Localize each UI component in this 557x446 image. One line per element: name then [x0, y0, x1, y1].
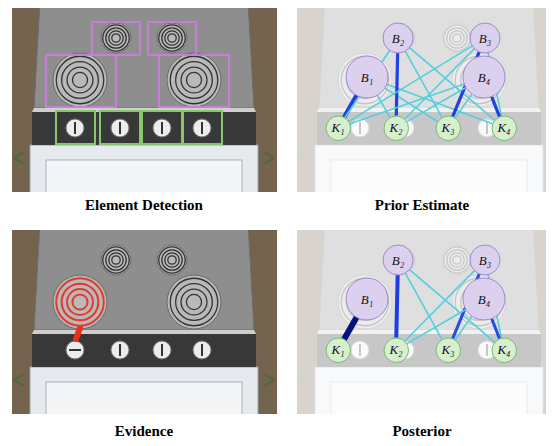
control-knob	[193, 341, 211, 359]
knob-detection-box	[142, 111, 182, 144]
association-edge	[396, 275, 397, 338]
node-label: K₁	[331, 343, 344, 356]
burner-coil	[167, 275, 221, 329]
burner-coil	[101, 23, 131, 53]
countertop	[297, 8, 546, 192]
node-label: K₂	[389, 343, 402, 356]
node-label: B₂	[392, 254, 404, 267]
knob-node: K₁	[325, 115, 352, 142]
burner-coil	[53, 53, 107, 107]
burner-node: B₃	[469, 22, 501, 54]
node-label: K₃	[441, 343, 454, 356]
burner-detection-box	[92, 22, 140, 55]
stove-panel	[12, 8, 277, 192]
knob-node: K₂	[383, 115, 410, 142]
node-label: B₁	[361, 71, 373, 84]
knob-node: K₂	[383, 337, 410, 364]
control-knob	[111, 119, 129, 137]
node-label: B₃	[479, 254, 491, 267]
association-edge	[455, 316, 472, 340]
burner-node: B₂	[382, 244, 414, 276]
node-label: B₂	[392, 32, 404, 45]
node-label: K₂	[389, 121, 402, 134]
panel-caption: Posterior	[392, 423, 451, 440]
burner-node: B₄	[462, 55, 506, 99]
knob-detection-box	[56, 111, 95, 144]
knob-node: K₁	[325, 337, 352, 364]
burner-detection-box	[148, 22, 196, 55]
burner-node: B₃	[469, 244, 501, 276]
association-edge	[345, 50, 390, 117]
association-edge	[492, 319, 500, 339]
knob-node: K₄	[491, 115, 518, 142]
burner-coil	[167, 53, 221, 107]
stove-panel	[12, 230, 277, 414]
node-label: B₁	[361, 293, 373, 306]
burner-coil	[101, 245, 131, 275]
burner-node: B₁	[345, 55, 389, 99]
node-label: B₄	[478, 293, 490, 306]
control-knob	[66, 119, 84, 137]
control-knob	[153, 119, 171, 137]
node-label: K₄	[497, 121, 510, 134]
evidence-arrow	[76, 328, 80, 339]
association-edge	[405, 273, 442, 339]
association-edge	[344, 317, 357, 339]
burner-node: B₁	[345, 277, 389, 321]
stove-panel	[297, 230, 546, 414]
countertop	[297, 230, 546, 414]
stove-panel	[297, 8, 546, 192]
burner-coil	[53, 275, 107, 329]
burner-node: B₄	[462, 277, 506, 321]
knob-detection-box	[100, 111, 140, 144]
burner-detection-box	[159, 55, 229, 107]
panel-caption: Element Detection	[85, 197, 203, 214]
association-edge	[344, 95, 357, 117]
node-label: K₁	[331, 121, 344, 134]
knob-detection-box	[183, 111, 222, 144]
association-edge	[396, 53, 397, 116]
burner-coil	[157, 23, 187, 53]
association-edge	[455, 94, 472, 118]
knob-node: K₃	[435, 337, 462, 364]
knob-node: K₄	[491, 337, 518, 364]
burner-detection-box	[46, 55, 116, 107]
control-knob	[111, 341, 129, 359]
knob-node: K₃	[435, 115, 462, 142]
association-edge	[492, 97, 500, 117]
node-label: K₃	[441, 121, 454, 134]
node-label: B₃	[479, 32, 491, 45]
control-knob	[193, 119, 211, 137]
node-label: K₄	[497, 343, 510, 356]
control-knob	[153, 341, 171, 359]
node-label: B₄	[478, 71, 490, 84]
control-knob	[66, 341, 84, 359]
burner-node: B₂	[382, 22, 414, 54]
panel-caption: Prior Estimate	[375, 197, 469, 214]
burner-coil	[157, 245, 187, 275]
panel-caption: Evidence	[115, 423, 173, 440]
